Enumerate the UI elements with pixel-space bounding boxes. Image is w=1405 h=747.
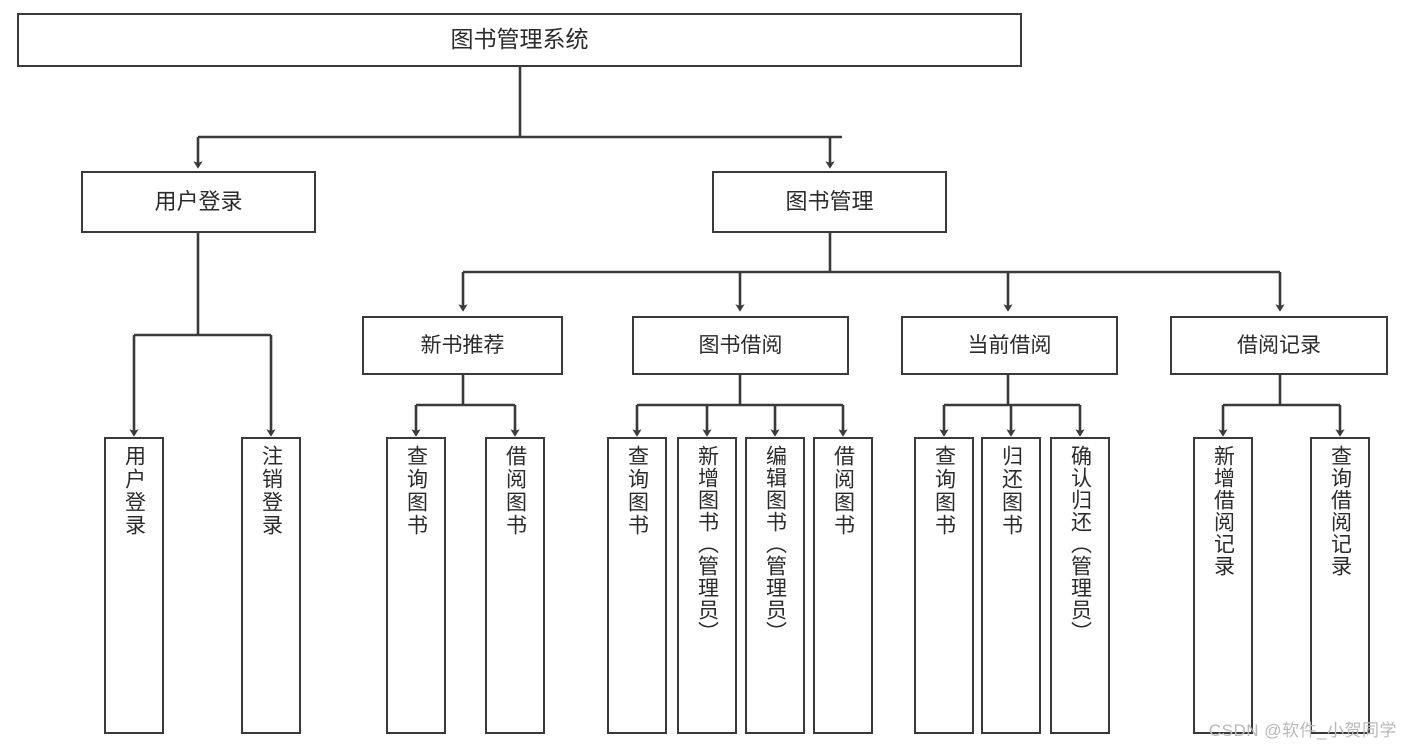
node-root-system[interactable]: 图书管理系统 [17, 13, 1022, 67]
leaf-bookborrow-add-book-admin-label: 新增图书（管理员） [695, 445, 719, 643]
leaf-borrowrecord-query-record-label: 查询借阅记录 [1328, 445, 1352, 577]
leaf-bookborrow-query-book[interactable]: 查询图书 [607, 437, 667, 734]
edges-borrowrecord-to-leaves [1218, 375, 1345, 437]
node-root-system-label: 图书管理系统 [450, 26, 589, 53]
node-borrow-record[interactable]: 借阅记录 [1170, 316, 1388, 375]
leaf-user-login-login-label: 用户登录 [122, 445, 146, 537]
leaf-currentborrow-query-book[interactable]: 查询图书 [914, 437, 974, 734]
node-book-management[interactable]: 图书管理 [712, 171, 947, 233]
node-user-login[interactable]: 用户登录 [81, 171, 316, 233]
leaf-newbook-query-book-label: 查询图书 [404, 445, 428, 537]
leaf-currentborrow-return-book-label: 归还图书 [999, 445, 1023, 537]
leaf-bookborrow-query-book-label: 查询图书 [625, 445, 649, 537]
node-new-book-recommend-label: 新书推荐 [420, 333, 505, 357]
node-user-login-label: 用户登录 [154, 188, 243, 214]
leaf-currentborrow-return-book[interactable]: 归还图书 [981, 437, 1041, 734]
leaf-newbook-borrow-book[interactable]: 借阅图书 [485, 437, 545, 734]
leaf-currentborrow-query-book-label: 查询图书 [932, 445, 956, 537]
edges-currentborrow-to-leaves [939, 375, 1085, 437]
edges-bookmgmt-to-level2 [458, 233, 1285, 312]
leaf-borrowrecord-add-record[interactable]: 新增借阅记录 [1193, 437, 1253, 734]
node-book-management-label: 图书管理 [785, 188, 874, 214]
node-new-book-recommend[interactable]: 新书推荐 [362, 316, 563, 375]
leaf-currentborrow-confirm-return-admin[interactable]: 确认归还（管理员） [1050, 437, 1110, 734]
leaf-bookborrow-add-book-admin[interactable]: 新增图书（管理员） [677, 437, 737, 734]
leaf-user-login-login[interactable]: 用户登录 [104, 437, 164, 734]
leaf-user-login-logout[interactable]: 注销登录 [241, 437, 301, 734]
node-book-borrow[interactable]: 图书借阅 [632, 316, 849, 375]
node-borrow-record-label: 借阅记录 [1237, 333, 1321, 357]
leaf-currentborrow-confirm-return-admin-label: 确认归还（管理员） [1068, 445, 1092, 643]
edges-newbook-to-leaves [411, 375, 520, 437]
node-current-borrow-label: 当前借阅 [967, 333, 1052, 357]
leaf-newbook-query-book[interactable]: 查询图书 [386, 437, 446, 734]
leaf-bookborrow-edit-book-admin-label: 编辑图书（管理员） [763, 445, 787, 643]
edges-bookborrow-to-leaves [632, 375, 848, 437]
leaf-borrowrecord-query-record[interactable]: 查询借阅记录 [1310, 437, 1370, 734]
leaf-newbook-borrow-book-label: 借阅图书 [503, 445, 527, 537]
leaf-bookborrow-borrow-book[interactable]: 借阅图书 [813, 437, 873, 734]
leaf-user-login-logout-label: 注销登录 [259, 445, 283, 537]
node-book-borrow-label: 图书借阅 [698, 333, 783, 357]
edges-userlogin-to-leaves [129, 233, 276, 437]
leaf-bookborrow-borrow-book-label: 借阅图书 [831, 445, 855, 537]
leaf-bookborrow-edit-book-admin[interactable]: 编辑图书（管理员） [745, 437, 805, 734]
edges-root-to-level1 [193, 67, 842, 169]
leaf-borrowrecord-add-record-label: 新增借阅记录 [1211, 445, 1235, 577]
node-current-borrow[interactable]: 当前借阅 [901, 316, 1118, 375]
